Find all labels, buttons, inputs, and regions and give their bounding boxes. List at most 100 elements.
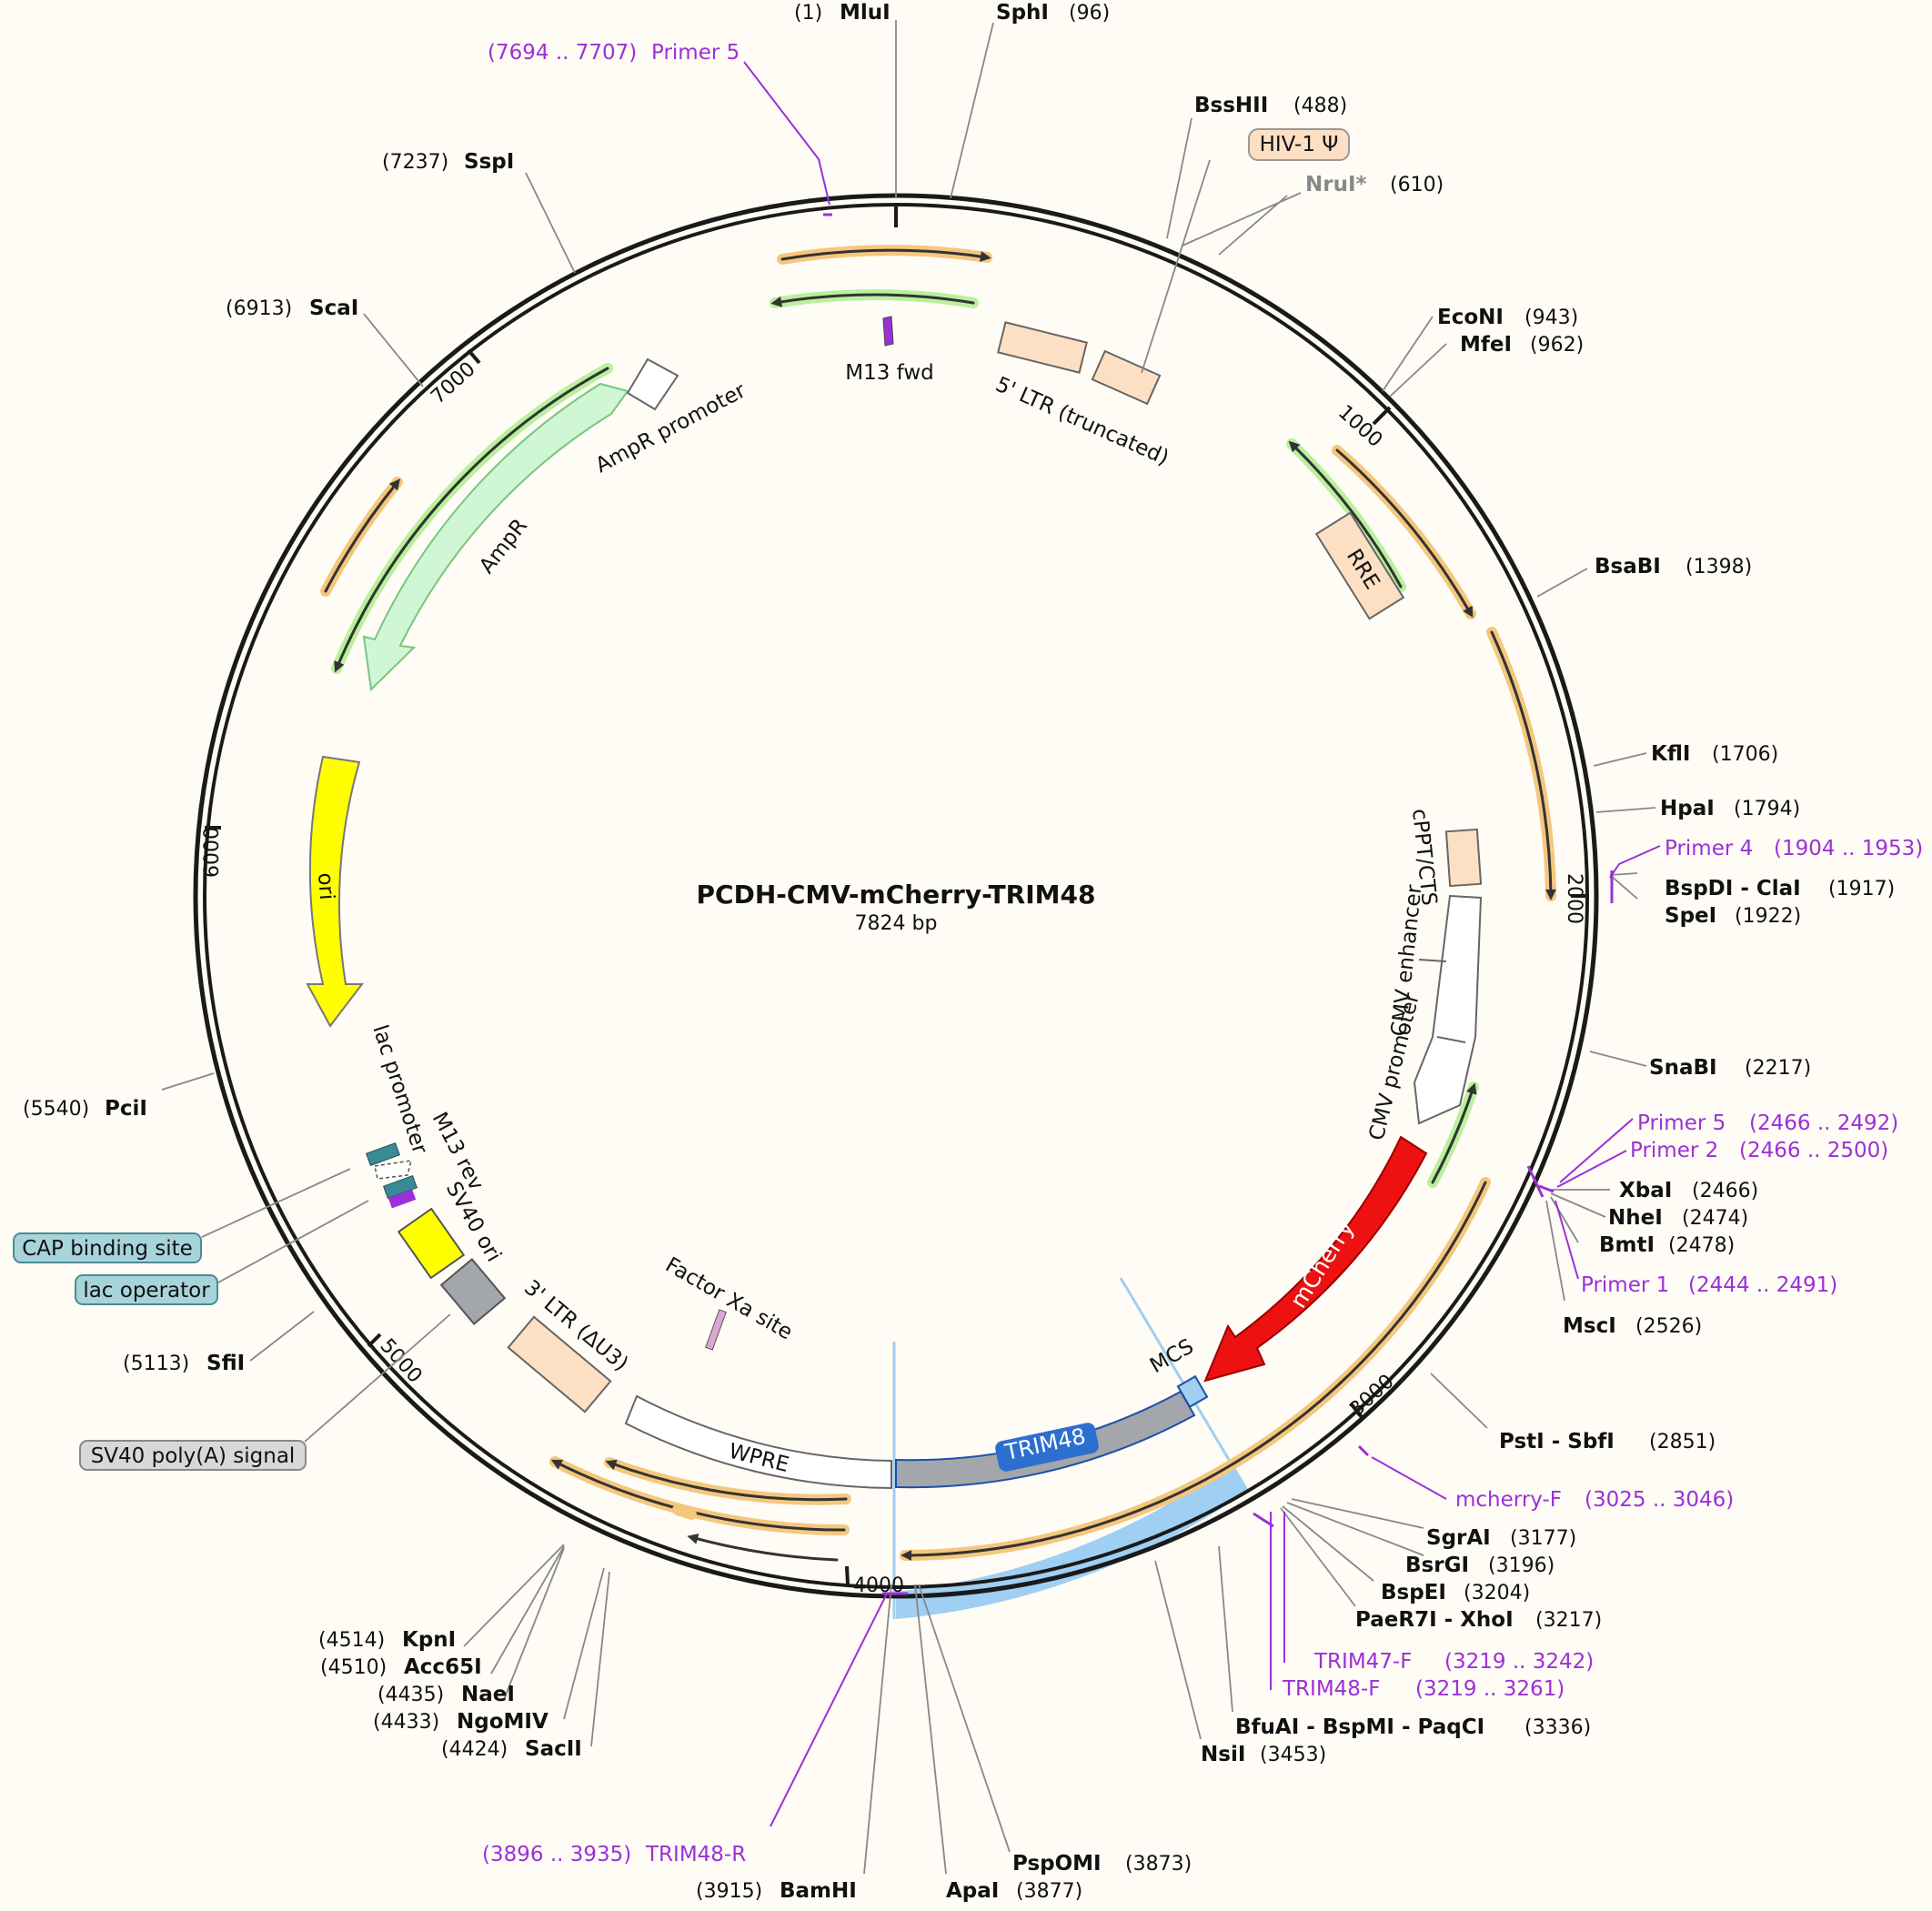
cap-binding-badge[interactable]: CAP binding site xyxy=(13,1232,202,1263)
site-mlui[interactable]: (1) MluI xyxy=(794,1,891,25)
site-kfli[interactable]: KflI(1706) xyxy=(1651,742,1778,766)
svg-text:KpnI: KpnI xyxy=(402,1628,456,1652)
site-bsshii[interactable]: BssHII(488) xyxy=(1194,94,1347,117)
site-nrui[interactable]: NruI*(610) xyxy=(1305,173,1444,196)
primer-4[interactable]: Primer 4 (1904 .. 1953) xyxy=(1665,837,1923,860)
feature-ltr3[interactable]: 3' LTR (ΔU3) xyxy=(507,1276,633,1413)
primer-5-top[interactable]: (7694 .. 7707)Primer 5 xyxy=(488,41,740,65)
feature-cppt[interactable]: cPPT/CTS xyxy=(1407,808,1483,907)
svg-text:(5540): (5540) xyxy=(23,1098,89,1121)
site-bspei[interactable]: BspEI(3204) xyxy=(1381,1581,1530,1604)
primer-5-mid[interactable]: Primer 5(2466 .. 2492) xyxy=(1637,1111,1898,1135)
svg-text:(7694 .. 7707): (7694 .. 7707) xyxy=(488,41,637,65)
feature-ori[interactable]: ori xyxy=(306,755,365,1028)
site-sspi[interactable]: (7237)SspI xyxy=(382,150,514,174)
primer-trim48-r[interactable]: (3896 .. 3935)TRIM48-R xyxy=(482,1843,746,1866)
primer-trim47-f[interactable]: TRIM47-F(3219 .. 3242) xyxy=(1313,1650,1594,1674)
site-pspomi[interactable]: PspOMI(3873) xyxy=(1012,1852,1192,1876)
feature-hiv-psi[interactable]: HIV-1 Ψ xyxy=(1248,128,1350,161)
tick-2000: 2000 xyxy=(1563,873,1585,924)
site-naei[interactable]: (4435)NaeI xyxy=(377,1683,515,1706)
site-sgrai[interactable]: SgrAI(3177) xyxy=(1426,1526,1576,1550)
svg-text:BfuAI - BspMI - PaqCI: BfuAI - BspMI - PaqCI xyxy=(1235,1715,1484,1739)
plasmid-title: PCDH-CMV-mCherry-TRIM48 xyxy=(697,880,1096,910)
mcs-label: MCS xyxy=(1146,1334,1198,1378)
svg-text:NgoMIV: NgoMIV xyxy=(457,1710,548,1734)
svg-text:(1917): (1917) xyxy=(1828,878,1895,900)
feature-trim48[interactable]: TRIM48 xyxy=(895,1390,1196,1489)
site-xbai[interactable]: XbaI(2466) xyxy=(1619,1179,1758,1202)
site-snabi[interactable]: SnaBI(2217) xyxy=(1649,1056,1811,1080)
svg-text:TRIM48-F: TRIM48-F xyxy=(1282,1677,1380,1701)
factor-xa-label: Factor Xa site xyxy=(661,1253,796,1345)
site-bfuai[interactable]: BfuAI - BspMI - PaqCI(3336) xyxy=(1235,1715,1591,1739)
svg-text:(3196): (3196) xyxy=(1488,1554,1555,1577)
site-kpni[interactable]: (4514) KpnI xyxy=(318,1628,456,1652)
svg-text:BsrGI: BsrGI xyxy=(1405,1554,1469,1577)
orf-arrows-green[interactable] xyxy=(331,289,1479,1188)
primer-trim48-f[interactable]: TRIM48-F(3219 .. 3261) xyxy=(1282,1677,1565,1701)
svg-text:SfiI: SfiI xyxy=(206,1352,245,1375)
site-sacii[interactable]: (4424)SacII xyxy=(441,1737,582,1761)
site-acc65i[interactable]: (4510)Acc65I xyxy=(320,1655,482,1679)
site-ngomiv[interactable]: (4433) NgoMIV xyxy=(373,1710,548,1734)
site-mfei[interactable]: MfeI(962) xyxy=(1460,333,1584,357)
site-apai[interactable]: ApaI(3877) xyxy=(946,1879,1082,1903)
svg-text:(1398): (1398) xyxy=(1685,556,1752,578)
tick-6000: 6000 xyxy=(201,827,224,878)
primer-1[interactable]: Primer 1(2444 .. 2491) xyxy=(1581,1273,1837,1297)
feature-m13-fwd[interactable]: M13 fwd xyxy=(845,316,934,385)
sv40-polya-badge[interactable]: SV40 poly(A) signal xyxy=(79,1440,307,1471)
site-nhei[interactable]: NheI(2474) xyxy=(1608,1206,1748,1230)
svg-text:(943): (943) xyxy=(1524,307,1578,329)
svg-text:MluI: MluI xyxy=(840,1,891,25)
site-bmti[interactable]: BmtI(2478) xyxy=(1599,1233,1735,1257)
site-spei[interactable]: SpeI(1922) xyxy=(1665,904,1801,928)
svg-text:SphI: SphI xyxy=(996,1,1049,25)
orf-arrows[interactable] xyxy=(320,245,1556,1562)
svg-text:BspDI - ClaI: BspDI - ClaI xyxy=(1665,877,1801,900)
feature-factor-xa[interactable]: Factor Xa site xyxy=(661,1253,796,1351)
site-bsrgi[interactable]: BsrGI (3196) xyxy=(1405,1554,1555,1577)
svg-text:NaeI: NaeI xyxy=(461,1683,515,1706)
site-sphi[interactable]: SphI(96) xyxy=(996,1,1110,25)
svg-text:(7237): (7237) xyxy=(382,151,448,174)
site-scai[interactable]: (6913)ScaI xyxy=(226,297,358,320)
site-bsabi[interactable]: BsaBI(1398) xyxy=(1595,555,1752,578)
svg-text:(2217): (2217) xyxy=(1745,1057,1811,1080)
site-claI[interactable]: BspDI - ClaI (1917) xyxy=(1665,877,1895,900)
primer-2[interactable]: Primer 2(2466 .. 2500) xyxy=(1630,1139,1888,1162)
site-bamhi[interactable]: (3915)BamHI xyxy=(696,1879,857,1903)
svg-text:(4433): (4433) xyxy=(373,1711,439,1734)
svg-text:(3204): (3204) xyxy=(1464,1582,1530,1604)
svg-text:BamHI: BamHI xyxy=(780,1879,857,1903)
feature-wpre[interactable]: WPRE xyxy=(624,1394,892,1490)
site-xhoi[interactable]: PaeR7I - XhoI(3217) xyxy=(1355,1608,1602,1632)
feature-sv40-ori[interactable]: SV40 ori xyxy=(397,1178,506,1280)
site-econi[interactable]: EcoNI(943) xyxy=(1437,306,1578,329)
site-pcii[interactable]: (5540)PciI xyxy=(23,1097,147,1121)
svg-text:(1): (1) xyxy=(794,2,822,25)
tick-1000: 1000 xyxy=(1333,401,1386,452)
svg-text:(5113): (5113) xyxy=(123,1353,189,1375)
svg-text:(2466): (2466) xyxy=(1692,1180,1758,1202)
feature-mcherry[interactable]: mCherry xyxy=(1203,1135,1428,1383)
primer-mcherry-f[interactable]: mcherry-F(3025 .. 3046) xyxy=(1455,1488,1734,1512)
hiv-psi-label: HIV-1 Ψ xyxy=(1260,133,1339,156)
feature-sv40-polya[interactable] xyxy=(439,1258,507,1325)
site-psti[interactable]: PstI - SbfI(2851) xyxy=(1499,1430,1716,1453)
svg-text:(3453): (3453) xyxy=(1260,1744,1326,1766)
svg-text:(2851): (2851) xyxy=(1649,1431,1716,1453)
m13-fwd-label: M13 fwd xyxy=(845,361,934,385)
site-msci[interactable]: MscI(2526) xyxy=(1563,1314,1702,1338)
site-sfii[interactable]: (5113) SfiI xyxy=(123,1352,245,1375)
lac-operator-badge[interactable]: lac operator xyxy=(75,1274,218,1305)
svg-text:(1904 .. 1953): (1904 .. 1953) xyxy=(1774,837,1923,860)
feature-ltr5[interactable]: 5' LTR (truncated) xyxy=(992,321,1172,470)
feature-lac[interactable]: lac promoter M13 rev xyxy=(365,1022,488,1209)
site-hpai[interactable]: HpaI(1794) xyxy=(1660,797,1800,820)
svg-text:(4424): (4424) xyxy=(441,1738,508,1761)
site-nsii[interactable]: NsiI(3453) xyxy=(1201,1743,1326,1766)
svg-text:(4514): (4514) xyxy=(318,1629,385,1652)
svg-text:Primer 4: Primer 4 xyxy=(1665,837,1753,860)
